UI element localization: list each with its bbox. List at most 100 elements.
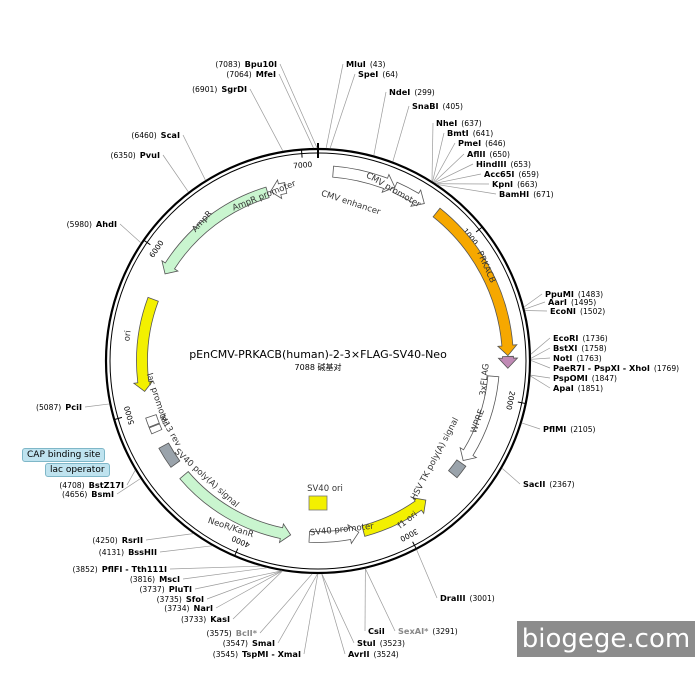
site-name: BmtI xyxy=(447,128,469,138)
site-pflfi-tth111i: (3852)PflFI - Tth111I xyxy=(72,564,167,574)
feature-sv40-poly-a-signal xyxy=(158,442,181,468)
site-position: (7064) xyxy=(226,70,251,79)
site-position: (6901) xyxy=(192,85,217,94)
leader-line xyxy=(521,422,541,430)
site-position: (641) xyxy=(473,129,493,138)
leader-line xyxy=(431,122,434,182)
plasmid-name: pEnCMV-PRKACB(human)-2-3×FLAG-SV40-Neo xyxy=(189,348,447,361)
site-name: NarI xyxy=(194,603,213,613)
tick-line xyxy=(114,416,123,421)
feature-m13-rev xyxy=(148,423,163,435)
leader-line xyxy=(182,567,268,580)
site-pcii: (5087)PciI xyxy=(36,402,82,412)
leader-line xyxy=(373,91,387,156)
site-name: RsrII xyxy=(122,535,143,545)
site-position: (6350) xyxy=(111,151,136,160)
feature-ori xyxy=(132,296,159,392)
site-pluti: (3737)PluTI xyxy=(139,584,192,594)
leader-line xyxy=(365,568,396,632)
site-kasi: (3733) KasI xyxy=(181,614,230,624)
leader-line xyxy=(169,565,261,570)
leader-line xyxy=(524,301,546,310)
site-position: (3001) xyxy=(470,594,495,603)
leader-line xyxy=(432,132,445,182)
tick-line xyxy=(143,239,151,246)
site-name: PluTI xyxy=(169,584,192,594)
leader-line xyxy=(126,470,136,486)
site-position: (4250) xyxy=(92,536,117,545)
site-sexai-: SexAI*(3291) xyxy=(398,626,458,636)
site-name: TspMI - XmaI xyxy=(242,649,301,659)
leader-line xyxy=(530,374,551,379)
site-position: (7083) xyxy=(215,60,240,69)
leader-line xyxy=(523,293,543,308)
site-avrii: AvrII(3524) xyxy=(348,649,399,659)
site-msci: (3816)MscI xyxy=(130,574,180,584)
site-nhei: NheI(637) xyxy=(436,118,482,128)
site-csii: CsiI xyxy=(368,626,385,636)
site-name: Bpu10I xyxy=(245,59,277,69)
site-scai: (6460)ScaI xyxy=(131,130,180,140)
site-position: (1851) xyxy=(578,384,603,393)
site-name: Acc65I xyxy=(484,169,514,179)
leader-line xyxy=(530,357,551,360)
site-name: SmaI xyxy=(252,638,275,648)
feature-neor-kanr xyxy=(179,471,292,544)
leader-line xyxy=(530,347,551,359)
site-name: PciI xyxy=(65,402,82,412)
site-name: PpuMI xyxy=(545,289,574,299)
site-position: (3545) xyxy=(213,650,238,659)
site-ppumi: PpuMI(1483) xyxy=(545,289,603,299)
site-mlui: MluI(43) xyxy=(346,59,385,69)
watermark: biogege.com xyxy=(517,621,695,657)
site-acc65i: Acc65I(659) xyxy=(484,169,539,179)
leader-line xyxy=(530,337,551,355)
site-position: (405) xyxy=(443,102,463,111)
leader-line xyxy=(321,573,355,644)
feature-sv40-promoter xyxy=(308,523,360,545)
leader-line xyxy=(303,573,319,655)
site-position: (64) xyxy=(382,70,398,79)
site-ndei: NdeI(299) xyxy=(389,87,435,97)
site-name: EcoRI xyxy=(553,333,578,343)
site-position: (3735) xyxy=(157,595,182,604)
site-bpu10i: (7083) Bpu10I xyxy=(215,59,277,69)
site-bstxi: BstXI(1758) xyxy=(553,343,607,353)
site-name: AarI xyxy=(548,297,567,307)
leader-line xyxy=(325,63,344,149)
feature-wpre xyxy=(459,375,500,462)
site-name: KasI xyxy=(210,614,230,624)
feature-3xflag xyxy=(497,355,519,369)
leader-line xyxy=(194,570,282,590)
restriction-sites: MluI(43)SpeI(64)NdeI(299)SnaBI(405)NheI(… xyxy=(36,59,679,659)
site-position: (3291) xyxy=(432,627,457,636)
feature-label: 3xFLAG xyxy=(478,363,491,396)
site-ecori: EcoRI (1736) xyxy=(553,333,608,343)
site-bstz17i: (4708)BstZ17I xyxy=(59,480,124,490)
site-position: (1847) xyxy=(592,374,617,383)
site-name: CsiI xyxy=(368,626,385,636)
site-sgrdi: (6901)SgrDI xyxy=(192,84,247,94)
site-name: EcoNI xyxy=(550,306,576,316)
site-tspmi-xmai: (3545) TspMI - XmaI xyxy=(213,649,301,659)
site-name: ApaI xyxy=(553,383,574,393)
site-paer7i-pspxi-xhoi: PaeR7I - PspXI - XhoI(1769) xyxy=(553,363,679,373)
site-name: MluI xyxy=(346,59,366,69)
site-pvui: (6350)PvuI xyxy=(111,150,160,160)
site-position: (3852) xyxy=(72,565,97,574)
tick-line xyxy=(300,149,303,158)
leader-line xyxy=(116,478,141,495)
site-name: PmeI xyxy=(458,138,481,148)
site-position: (653) xyxy=(511,160,531,169)
site-name: AflII xyxy=(467,149,486,159)
feature-f1-ori xyxy=(361,497,427,537)
site-kpni: KpnI(663) xyxy=(492,179,538,189)
site-name: NheI xyxy=(436,118,457,128)
site-position: (6460) xyxy=(131,131,156,140)
site-pspomi: PspOMI(1847) xyxy=(553,373,617,383)
leader-lines xyxy=(84,63,551,655)
leader-line xyxy=(145,533,194,541)
site-position: (1736) xyxy=(582,334,607,343)
site-position: (3733) xyxy=(181,615,206,624)
site-position: (1502) xyxy=(580,307,605,316)
